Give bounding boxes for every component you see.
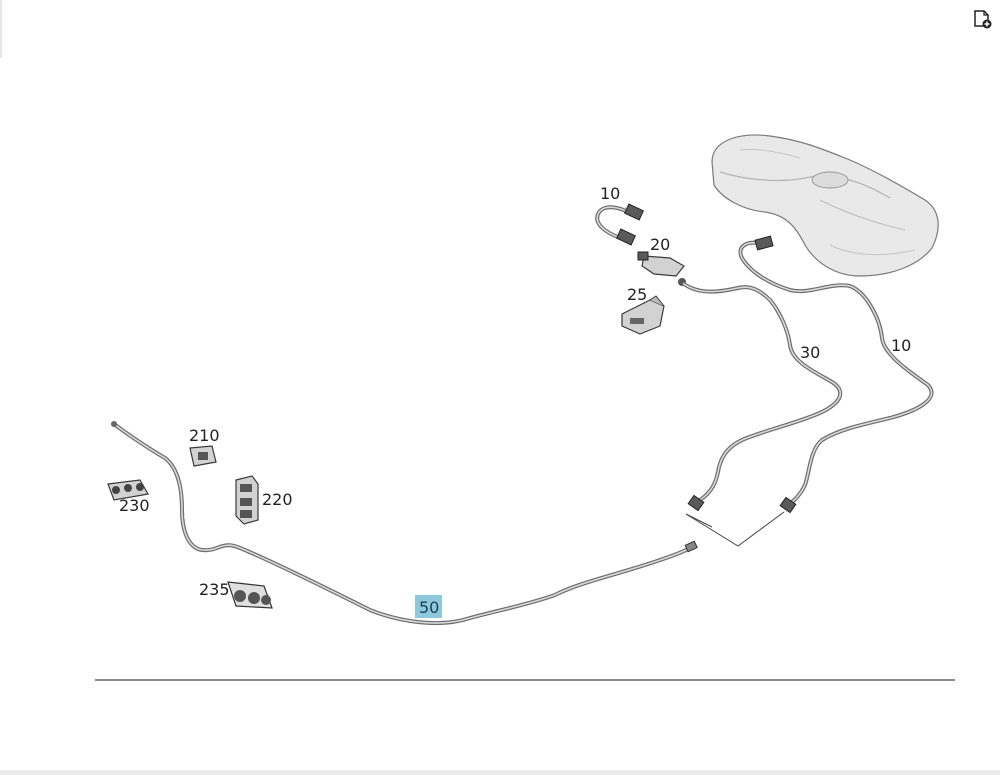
document-add-icon <box>974 10 992 29</box>
callout-50[interactable]: 50 <box>419 598 439 617</box>
bottom-scroll-bar <box>0 770 1000 775</box>
callout-25[interactable]: 25 <box>627 285 647 304</box>
callout-235[interactable]: 235 <box>199 580 230 599</box>
callout-50-highlight <box>415 595 442 618</box>
hose-30 <box>682 282 843 512</box>
clip-235 <box>227 581 273 609</box>
valve-20 <box>637 251 686 286</box>
bracket-25 <box>621 295 665 335</box>
fuel-tank <box>711 134 939 277</box>
leader-lines <box>685 511 785 547</box>
callout-10-top[interactable]: 10 <box>600 184 620 203</box>
callout-230[interactable]: 230 <box>119 496 150 515</box>
callout-30[interactable]: 30 <box>800 343 820 362</box>
holder-210 <box>189 445 217 467</box>
add-to-list-button[interactable] <box>971 8 993 30</box>
callout-220[interactable]: 220 <box>262 490 293 509</box>
main-line-50 <box>111 421 698 626</box>
hose-10-upper <box>595 203 645 246</box>
holder-220 <box>235 475 259 525</box>
clip-230 <box>107 479 149 501</box>
callout-10-right[interactable]: 10 <box>891 336 911 355</box>
left-edge-divider <box>0 0 2 58</box>
callout-20[interactable]: 20 <box>650 235 670 254</box>
hose-10-right <box>738 235 934 514</box>
callout-210[interactable]: 210 <box>189 426 220 445</box>
